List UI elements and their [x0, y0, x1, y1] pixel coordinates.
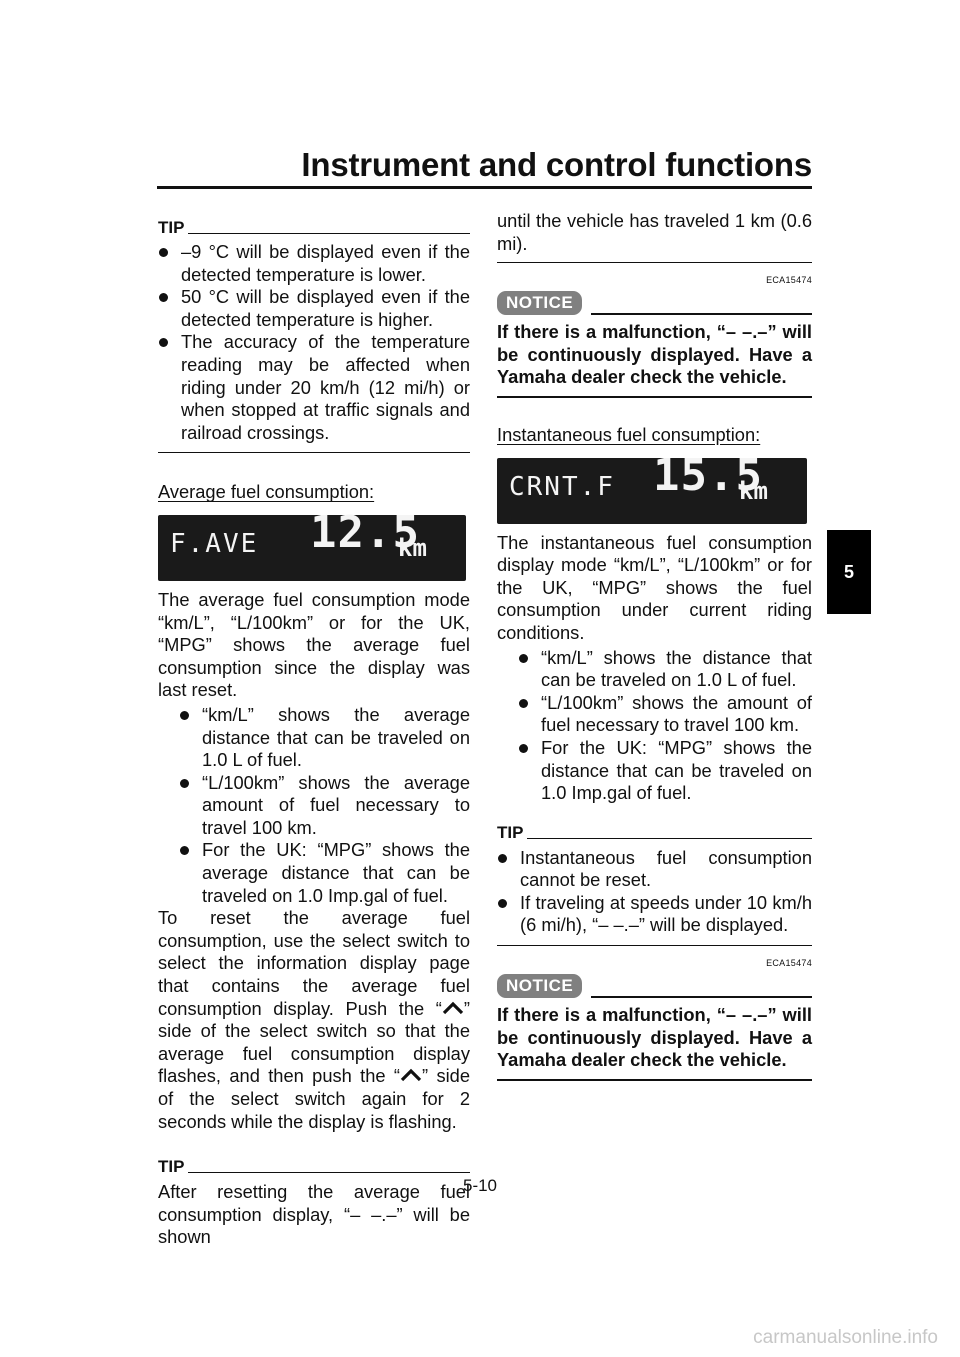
list-item: If traveling at speeds under 10 km/h (6 … — [497, 892, 812, 937]
tip-text-continued: until the vehicle has traveled 1 km (0.6… — [497, 210, 812, 254]
lcd-unit: km — [398, 533, 427, 562]
lcd-display-average: F.AVE 12.5 km — [158, 511, 466, 581]
tip-heading: TIP — [497, 823, 812, 845]
chapter-tab[interactable]: 5 — [827, 530, 871, 614]
tip-list: Instantaneous fuel consumption cannot be… — [497, 847, 812, 937]
header-rule — [157, 186, 812, 189]
notice-text: If there is a malfunction, “– –.–” will … — [497, 1004, 812, 1071]
list-item: “L/100km” shows the average amount of fu… — [179, 772, 470, 840]
list-item: Instantaneous fuel consumption cannot be… — [497, 847, 812, 892]
tip-label: TIP — [158, 1156, 185, 1176]
list-item: “L/100km” shows the amount of fuel neces… — [518, 692, 812, 737]
list-item: The accuracy of the temperature reading … — [158, 331, 470, 444]
list-item: “km/L” shows the average distance that c… — [179, 704, 470, 772]
notice-heading: ECA15474 NOTICE — [497, 958, 812, 999]
list-item: “km/L” shows the distance that can be tr… — [518, 647, 812, 692]
page-header-title: Instrument and control functions — [301, 146, 812, 183]
tip-end-rule — [158, 452, 470, 454]
tip-rule — [527, 838, 812, 840]
notice-rule — [591, 996, 812, 999]
notice-badge: NOTICE — [497, 974, 583, 999]
average-list: “km/L” shows the average distance that c… — [158, 704, 470, 907]
instantaneous-intro: The instantaneous fuel consumption displ… — [497, 531, 812, 643]
notice-text: If there is a malfunction, “– –.–” will … — [497, 321, 812, 388]
average-intro: The average fuel consumption mode “km/L”… — [158, 588, 470, 701]
list-item: –9 °C will be displayed even if the dete… — [158, 241, 470, 286]
section-heading-instantaneous: Instantaneous fuel consumption: — [497, 423, 761, 445]
chevron-up-icon — [400, 1069, 422, 1082]
chevron-up-icon — [442, 1001, 464, 1014]
tip-heading: TIP — [158, 1156, 470, 1178]
tip-heading: TIP — [158, 217, 470, 239]
instantaneous-list: “km/L” shows the distance that can be tr… — [497, 647, 812, 805]
tip-end-rule — [497, 262, 812, 264]
left-column: TIP –9 °C will be displayed even if the … — [158, 217, 470, 1249]
list-item: 50 °C will be displayed even if the dete… — [158, 286, 470, 331]
lcd-label: CRNT.F — [509, 471, 615, 502]
tip-end-rule — [497, 945, 812, 947]
notice-end-rule — [497, 1078, 812, 1081]
notice-badge: NOTICE — [497, 291, 583, 316]
list-item: For the UK: “MPG” shows the average dist… — [179, 839, 470, 907]
tip-rule — [188, 232, 470, 234]
watermark[interactable]: carmanualsonline.info — [753, 1327, 938, 1348]
lcd-display-instantaneous: CRNT.F 15.5 km — [497, 453, 807, 524]
reset-text-2: ” side of the select switch so that the … — [158, 997, 470, 1087]
tip-label: TIP — [497, 823, 524, 843]
tip-text: After resetting the average fuel consump… — [158, 1181, 470, 1248]
reset-instructions: To reset the average fuel consumption, u… — [158, 907, 470, 1133]
reset-text-1: To reset the average fuel consumption, u… — [158, 907, 470, 1019]
lcd-label: F.AVE — [170, 528, 259, 559]
lcd-unit: km — [739, 476, 768, 505]
notice-code: ECA15474 — [766, 958, 812, 969]
tip-list: –9 °C will be displayed even if the dete… — [158, 241, 470, 444]
page-number: 5-10 — [462, 1176, 498, 1195]
list-item: For the UK: “MPG” shows the distance tha… — [518, 737, 812, 805]
reset-text-3: ” side of the select switch again for 2 … — [158, 1065, 470, 1132]
tip-rule — [188, 1171, 470, 1173]
notice-code: ECA15474 — [766, 275, 812, 286]
section-heading-average: Average fuel consumption: — [158, 481, 375, 503]
right-column: until the vehicle has traveled 1 km (0.6… — [497, 210, 812, 1081]
notice-heading: ECA15474 NOTICE — [497, 275, 812, 316]
notice-rule — [591, 313, 812, 316]
notice-end-rule — [497, 395, 812, 398]
tip-label: TIP — [158, 217, 185, 237]
